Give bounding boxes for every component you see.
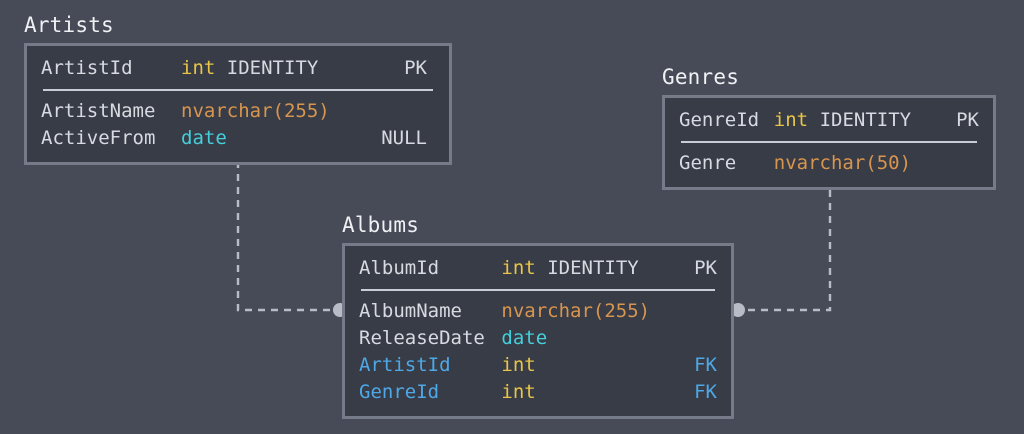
primary-key-divider [43,89,433,91]
column-name: ArtistId [41,57,133,79]
column-name: GenreId [359,381,440,403]
type-int: int [501,257,536,279]
type-modifier-identity: IDENTITY [819,109,912,131]
primary-key-divider [681,141,977,143]
column-row-releasedate[interactable]: ReleaseDate date [359,325,717,352]
column-flag-fk: FK [694,354,717,376]
column-name: Genre [679,152,737,174]
column-type: nvarchar(255) [501,300,651,322]
column-type: nvarchar(50) [773,152,912,174]
column-name: AlbumId [359,257,440,279]
column-flag-pk: PK [956,109,979,131]
column-flag-null: NULL [381,127,427,149]
primary-key-divider [361,289,715,291]
column-name: AlbumName [359,300,462,322]
column-row-artistid-fk[interactable]: ArtistId int FK [359,352,717,379]
connector-line-genres-albums [742,190,832,312]
column-name: ActiveFrom [41,127,156,149]
column-row-albumid[interactable]: AlbumId int IDENTITY PK [359,255,717,282]
type-modifier-identity: IDENTITY [226,57,319,79]
column-type: int IDENTITY [774,107,942,134]
column-flag-pk: PK [404,57,427,79]
column-flag-fk: FK [694,381,717,403]
entity-genres[interactable]: Genres GenreId int IDENTITY PK Genre nva… [662,64,996,190]
column-name: ArtistId [359,354,451,376]
column-row-activefrom[interactable]: ActiveFrom date NULL [41,125,435,152]
type-int: int [181,57,216,79]
column-type: nvarchar(255) [181,100,330,122]
entity-artists-box: ArtistId int IDENTITY PK ArtistName nvar… [24,43,452,165]
column-row-albumname[interactable]: AlbumName nvarchar(255) [359,298,717,325]
column-type: int IDENTITY [181,55,371,82]
entity-artists[interactable]: Artists ArtistId int IDENTITY PK ArtistN… [24,12,452,165]
column-name: ArtistName [41,100,156,122]
type-int: int [773,109,809,131]
entity-albums[interactable]: Albums AlbumId int IDENTITY PK AlbumName… [342,212,734,419]
column-type: date [181,127,227,149]
type-modifier-identity: IDENTITY [547,257,639,279]
column-name: GenreId [679,109,760,131]
entity-genres-title: Genres [662,65,740,89]
connector-line-artists-albums [236,161,336,312]
entity-genres-box: GenreId int IDENTITY PK Genre nvarchar(5… [662,95,996,190]
entity-albums-box: AlbumId int IDENTITY PK AlbumName nvarch… [342,243,734,419]
column-type: int IDENTITY [501,255,675,282]
column-row-genreid[interactable]: GenreId int IDENTITY PK [679,107,979,134]
column-type: int [501,354,536,376]
column-type: int [501,381,536,403]
column-name: ReleaseDate [359,327,485,349]
relationship-genres-albums[interactable] [731,190,832,317]
column-row-genreid-fk[interactable]: GenreId int FK [359,379,717,406]
column-row-artistname[interactable]: ArtistName nvarchar(255) [41,98,435,125]
entity-artists-title: Artists [24,13,114,37]
column-row-genre[interactable]: Genre nvarchar(50) [679,150,979,177]
column-row-artistid[interactable]: ArtistId int IDENTITY PK [41,55,435,82]
entity-albums-title: Albums [342,213,420,237]
column-type: date [501,327,548,349]
relationship-artists-albums[interactable] [236,161,347,317]
column-flag-pk: PK [694,257,717,279]
